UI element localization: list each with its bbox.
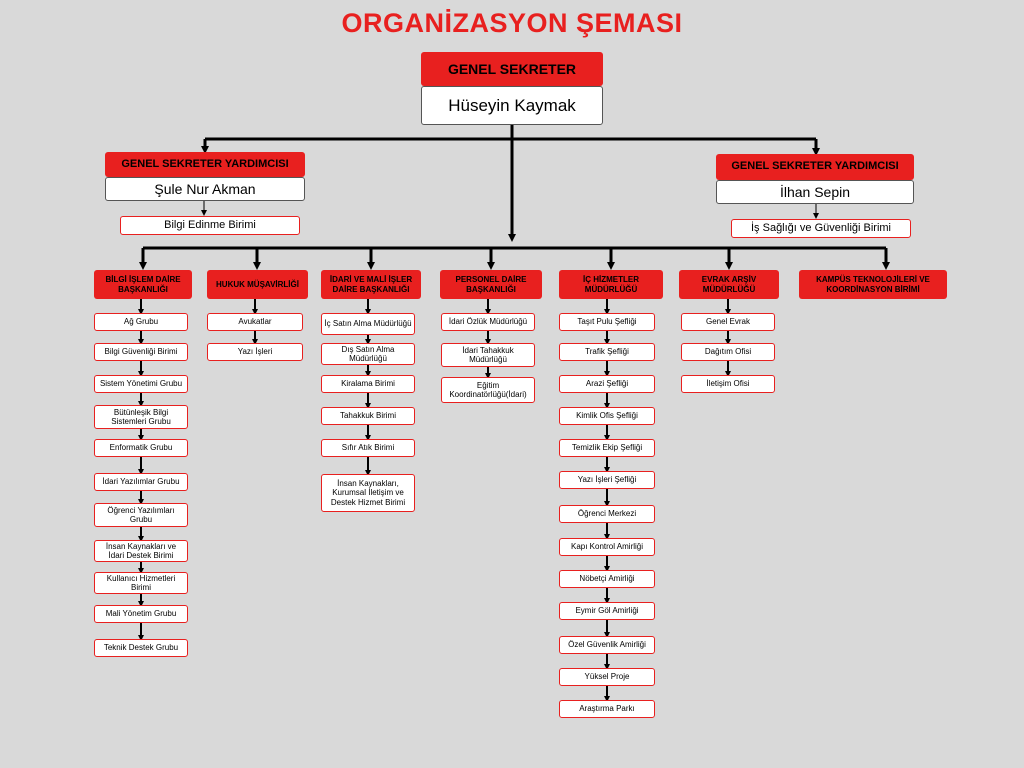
unit-box: Eymir Göl Amirliği [559,602,655,620]
deputy-left-unit: Bilgi Edinme Birimi [120,216,300,235]
unit-box: Genel Evrak [681,313,775,331]
unit-box: Teknik Destek Grubu [94,639,188,657]
unit-box: Kullanıcı Hizmetleri Birimi [94,572,188,594]
department-box: HUKUK MÜŞAVİRLİĞİ [207,270,308,299]
unit-box: İnsan Kaynakları, Kurumsal İletişim ve D… [321,474,415,512]
unit-box: Yazı İşleri [207,343,303,361]
unit-box: Dağıtım Ofisi [681,343,775,361]
unit-box: İletişim Ofisi [681,375,775,393]
unit-box: Yazı İşleri Şefliği [559,471,655,489]
unit-box: Tahakkuk Birimi [321,407,415,425]
department-box: KAMPÜS TEKNOLOJİLERİ VE KOORDİNASYON BİR… [799,270,947,299]
unit-box: Kiralama Birimi [321,375,415,393]
unit-box: Eğitim Koordinatörlüğü(İdari) [441,377,535,403]
unit-box: Yüksel Proje [559,668,655,686]
department-box: İDARİ VE MALİ İŞLER DAİRE BAŞKANLIĞI [321,270,421,299]
deputy-right-unit: İş Sağlığı ve Güvenliği Birimi [731,219,911,238]
department-box: İÇ HİZMETLER MÜDÜRLÜĞÜ [559,270,663,299]
unit-box: Sıfır Atık Birimi [321,439,415,457]
unit-box: Dış Satın Alma Müdürlüğü [321,343,415,365]
unit-box: İdari Yazılımlar Grubu [94,473,188,491]
top-role-box: GENEL SEKRETER [421,52,603,86]
chart-title: ORGANİZASYON ŞEMASI [341,8,683,38]
department-box: EVRAK ARŞİV MÜDÜRLÜĞÜ [679,270,779,299]
deputy-right-name: İlhan Sepin [716,180,914,204]
unit-box: Kimlik Ofis Şefliği [559,407,655,425]
unit-box: Enformatik Grubu [94,439,188,457]
unit-box: Taşıt Pulu Şefliği [559,313,655,331]
unit-box: Avukatlar [207,313,303,331]
unit-box: İdari Tahakkuk Müdürlüğü [441,343,535,367]
deputy-right-role: GENEL SEKRETER YARDIMCISI [716,154,914,180]
department-box: BİLGİ İŞLEM DAİRE BAŞKANLIĞI [94,270,192,299]
unit-box: Araştırma Parkı [559,700,655,718]
top-name-box: Hüseyin Kaymak [421,86,603,125]
unit-box: Bilgi Güvenliği Birimi [94,343,188,361]
unit-box: İç Satın Alma Müdürlüğü [321,313,415,335]
deputy-left-name: Şule Nur Akman [105,177,305,201]
unit-box: Kapı Kontrol Amirliği [559,538,655,556]
unit-box: İdari Özlük Müdürlüğü [441,313,535,331]
unit-box: Trafik Şefliği [559,343,655,361]
department-box: PERSONEL DAİRE BAŞKANLIĞI [440,270,542,299]
unit-box: Mali Yönetim Grubu [94,605,188,623]
unit-box: Bütünleşik Bilgi Sistemleri Grubu [94,405,188,429]
unit-box: Temizlik Ekip Şefliği [559,439,655,457]
unit-box: Nöbetçi Amirliği [559,570,655,588]
unit-box: İnsan Kaynakları ve İdari Destek Birimi [94,540,188,562]
unit-box: Arazi Şefliği [559,375,655,393]
unit-box: Özel Güvenlik Amirliği [559,636,655,654]
unit-box: Öğrenci Merkezi [559,505,655,523]
unit-box: Öğrenci Yazılımları Grubu [94,503,188,527]
unit-box: Ağ Grubu [94,313,188,331]
deputy-left-role: GENEL SEKRETER YARDIMCISI [105,152,305,177]
unit-box: Sistem Yönetimi Grubu [94,375,188,393]
